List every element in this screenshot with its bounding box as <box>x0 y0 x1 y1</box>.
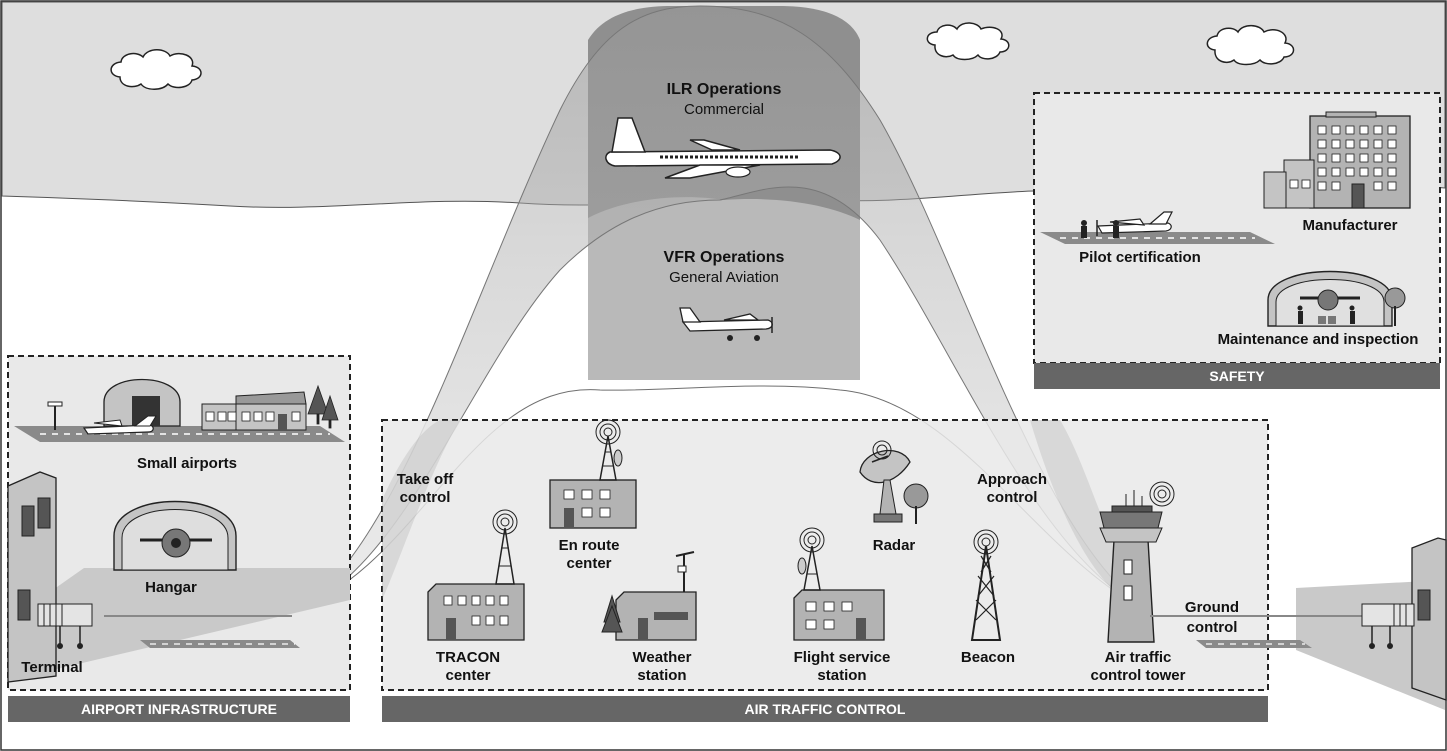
runway-strip <box>140 640 300 648</box>
ground-control-label-1: Ground <box>1185 599 1239 616</box>
vfr-operations-band <box>588 197 860 380</box>
jet-bridge-icon <box>37 603 93 649</box>
cloud-icon <box>926 22 1010 61</box>
control-tower-label-2: control tower <box>1090 667 1185 684</box>
hangar-icon <box>1267 270 1406 327</box>
hangar-label: Hangar <box>145 579 197 596</box>
radar-label: Radar <box>873 537 916 554</box>
control-tower-icon <box>1099 481 1175 643</box>
air-traffic-control-panel: AIR TRAFFIC CONTROL Take off control En … <box>381 419 1269 722</box>
ground-control-label-2: control <box>1187 619 1238 636</box>
windsock-icon <box>47 401 63 430</box>
vfr-operations-subtitle: General Aviation <box>669 269 779 286</box>
approach-control-label-1: Approach <box>977 471 1047 488</box>
jet-bridge-icon <box>1361 603 1415 649</box>
tracon-center-icon <box>427 509 525 641</box>
flight-service-station-label-1: Flight service <box>794 649 891 666</box>
hangar-icon <box>103 378 181 427</box>
apron-area <box>10 568 350 680</box>
tracon-center-label-2: center <box>445 667 490 684</box>
terminal-building-icon <box>201 391 307 431</box>
en-route-center-icon <box>549 419 637 529</box>
pilot-certification-label: Pilot certification <box>1079 249 1201 266</box>
approach-control-label-2: control <box>987 489 1038 506</box>
small-plane-icon <box>82 415 157 435</box>
airport-infrastructure-bar-label: AIRPORT INFRASTRUCTURE <box>81 701 277 717</box>
pilot-figure-icon <box>1081 220 1119 238</box>
small-plane-icon <box>679 307 773 341</box>
cloud-icon <box>1206 24 1295 66</box>
take-off-control-label-2: control <box>400 489 451 506</box>
airport-infrastructure-panel: AIRPORT INFRASTRUCTURE <box>7 355 351 722</box>
manufacturer-label: Manufacturer <box>1302 217 1397 234</box>
tree-icon <box>307 384 339 429</box>
safety-bar-label: SAFETY <box>1209 368 1265 384</box>
take-off-control-label-1: Take off <box>397 471 454 488</box>
flight-service-station-icon <box>793 527 885 641</box>
hangar-icon <box>113 500 237 571</box>
weather-station-label-2: station <box>637 667 686 684</box>
en-route-center-label-1: En route <box>559 537 620 554</box>
ilr-operations-title: ILR Operations <box>667 81 782 98</box>
vfr-operations-title: VFR Operations <box>664 249 785 266</box>
beacon-tower-icon <box>970 529 1002 641</box>
weather-station-icon <box>601 551 697 641</box>
cloud-icon <box>110 49 202 90</box>
airliner-icon <box>605 117 841 179</box>
terminal-label: Terminal <box>21 659 82 676</box>
small-airports-label: Small airports <box>137 455 237 472</box>
tracon-center-label-1: TRACON <box>436 649 500 666</box>
flight-service-station-label-2: station <box>817 667 866 684</box>
factory-icon <box>1263 111 1411 209</box>
air-traffic-control-bar-label: AIR TRAFFIC CONTROL <box>745 701 906 717</box>
terminal-building-icon <box>7 471 57 683</box>
en-route-center-label-2: center <box>566 555 611 572</box>
terminal-building-icon <box>1411 537 1447 701</box>
destination-airport <box>1150 537 1447 710</box>
control-tower-label-1: Air traffic <box>1105 649 1172 666</box>
beacon-label: Beacon <box>961 649 1015 666</box>
ilr-operations-subtitle: Commercial <box>684 101 764 118</box>
safety-panel: SAFETY Manufacturer <box>1033 92 1441 389</box>
maintenance-label: Maintenance and inspection <box>1218 331 1419 348</box>
weather-station-label-1: Weather <box>633 649 692 666</box>
radar-dish-icon <box>859 440 929 524</box>
